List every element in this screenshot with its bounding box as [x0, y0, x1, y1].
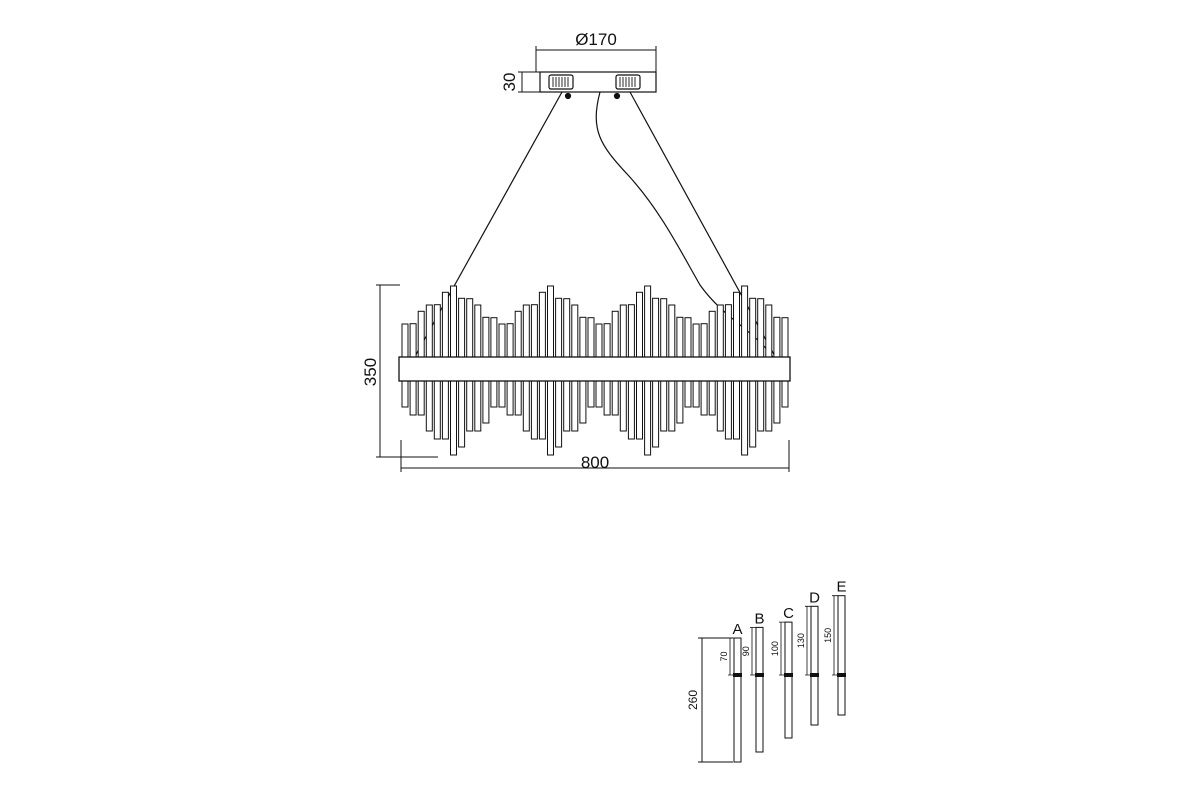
rod-e — [837, 595, 846, 716]
rod-joint — [810, 673, 819, 677]
rod-letter-label: B — [754, 610, 764, 627]
rod-length-label: 90 — [741, 646, 751, 656]
fixture-width-label: 800 — [581, 453, 609, 472]
canopy-height-dimension — [518, 71, 540, 93]
cable-clamp-left — [564, 92, 572, 100]
rod-length-label: 70 — [719, 651, 729, 661]
rod-length-dimension — [728, 637, 734, 676]
rod-a — [733, 637, 742, 763]
canopy-diameter-label: Ø170 — [575, 30, 617, 49]
rod-joint — [784, 673, 793, 677]
rod-detail: 260 70 A 90 B 100 C 130 D 150 E — [686, 579, 847, 763]
rod-c — [784, 621, 793, 739]
cable-clamp-right — [613, 92, 621, 100]
fixture-width-dimension — [400, 440, 790, 472]
rod-length-dimension — [805, 605, 811, 676]
canopy-diameter-dimension — [535, 46, 657, 72]
rod-joint — [755, 673, 764, 677]
canopy-connector-right — [615, 74, 641, 90]
rod-joint — [733, 673, 742, 677]
rod-b — [755, 626, 764, 753]
rod-length-label: 130 — [796, 633, 806, 648]
rod-letter-label: E — [836, 579, 846, 596]
rod-letter-label: D — [809, 589, 820, 606]
fixture-height-dimension — [376, 284, 438, 458]
rod-length-dimension — [832, 595, 838, 676]
rod-length-label: 100 — [770, 641, 780, 656]
rod-letter-label: C — [783, 605, 794, 622]
canopy-plate — [539, 71, 657, 93]
canopy-connector-left — [548, 74, 574, 90]
canopy — [539, 71, 657, 100]
rod-letter-label: A — [732, 621, 742, 638]
rod-d — [810, 605, 819, 726]
rod-length-dimension — [750, 627, 756, 676]
rod-overall-label: 260 — [686, 690, 700, 710]
rod-joint — [837, 673, 846, 677]
fixture-ring — [398, 356, 791, 382]
canopy-height-label: 30 — [500, 73, 519, 92]
fixture-height-label: 350 — [361, 358, 380, 386]
rod-overall-dimension — [698, 637, 733, 763]
rod-length-dimension — [779, 621, 785, 676]
rod-length-label: 150 — [823, 628, 833, 643]
